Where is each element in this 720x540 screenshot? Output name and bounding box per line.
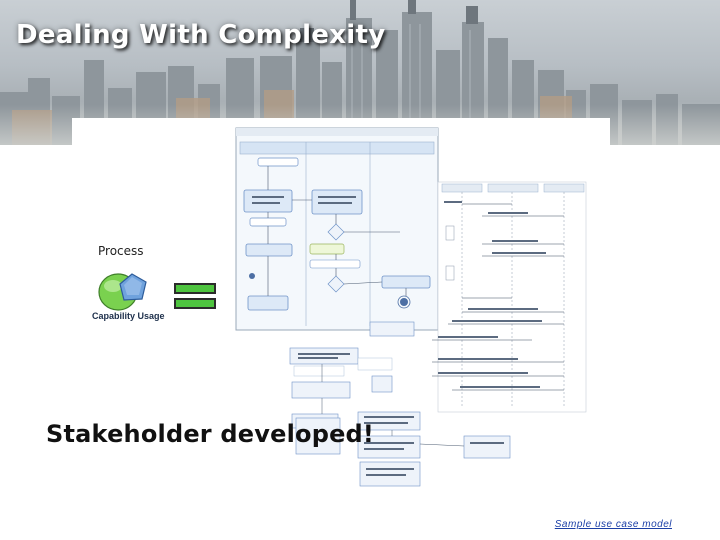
capability-usage-icon [98,273,147,311]
uml-diagram-image [235,127,587,487]
slide-title: Dealing With Complexity [16,20,386,50]
equals-icon-top-bar [174,283,216,294]
equals-icon-bottom-bar [174,298,216,309]
stakeholder-developed-text: Stakeholder developed! [46,420,375,448]
capability-usage-label: Capability Usage [92,311,165,321]
process-label: Process [98,244,144,258]
sample-use-case-model-link[interactable]: Sample use case model [554,519,672,530]
